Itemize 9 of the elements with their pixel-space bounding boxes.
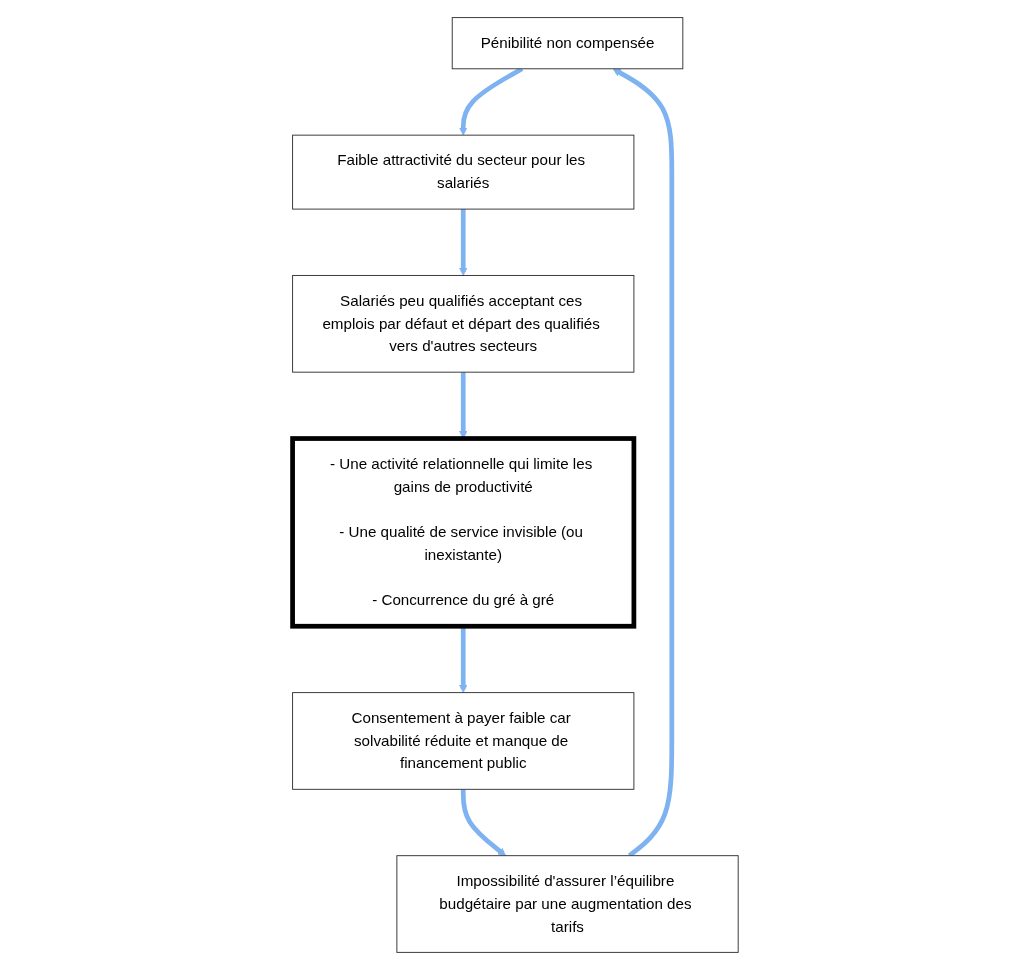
node-box: Consentement à payer faible car solvabilité réduite et manque de financement public <box>292 692 635 790</box>
node-box: Salariés peu qualifiés acceptant ces emplois par défaut et départ des qualifiés vers d'autres secteurs <box>292 275 635 373</box>
node-box: Impossibilité d'assurer l’équilibre budgétaire par une augmentation des tarifs <box>396 855 739 953</box>
arrow <box>461 789 507 857</box>
node-box: Pénibilité non compensée <box>451 17 684 70</box>
arrow <box>459 626 468 693</box>
node-box: - Une activité relationnelle qui limite les gains de productivité - Une qualité de service invisible (ou inexistante) - Concurrence du gré à gré <box>290 436 637 629</box>
node-box: Faible attractivité du secteur pour les salariés <box>292 134 635 210</box>
arrow <box>459 209 468 276</box>
